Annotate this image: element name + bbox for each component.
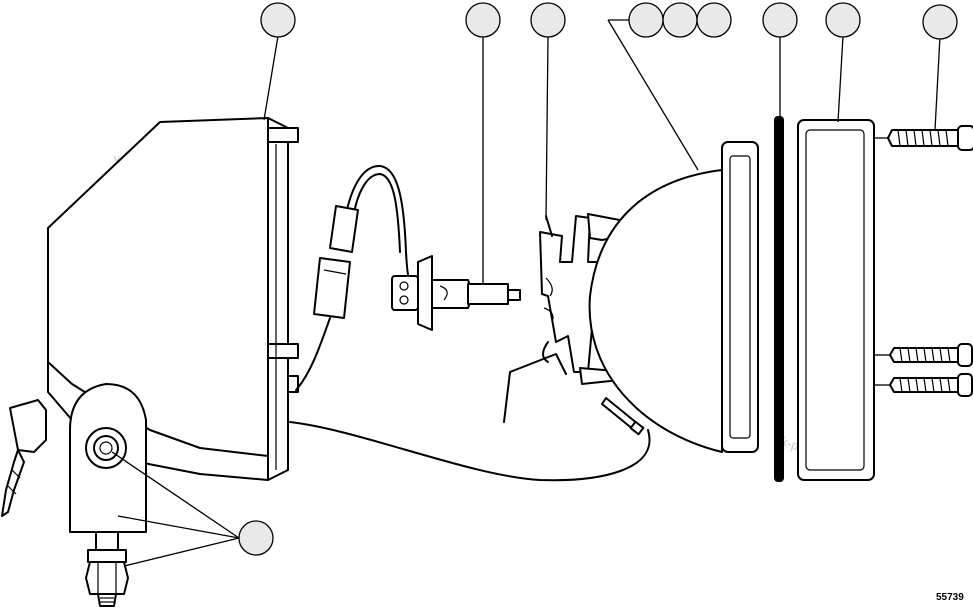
callout-balloon — [260, 2, 296, 38]
wiring-harness — [289, 164, 651, 482]
side-connector — [1, 399, 47, 517]
trim-ring — [797, 119, 875, 481]
reflector — [588, 141, 759, 453]
gasket — [774, 116, 784, 482]
callout-balloon — [662, 2, 698, 38]
callout-balloon — [696, 2, 732, 38]
callout-balloon — [238, 520, 274, 556]
screw-bottom — [889, 373, 973, 397]
callout-balloon — [465, 2, 501, 38]
callout-balloon — [530, 2, 566, 38]
figure-number: 55739 — [936, 592, 964, 603]
screw-top — [887, 125, 973, 151]
halogen-bulb — [391, 255, 521, 331]
mounting-bracket — [69, 383, 147, 607]
callout-balloon — [825, 2, 861, 38]
callout-balloon — [922, 4, 958, 40]
callout-balloon — [628, 2, 664, 38]
bulb-retainer — [503, 213, 645, 436]
callouts — [111, 2, 958, 567]
callout-balloon — [762, 2, 798, 38]
screw-middle — [889, 343, 973, 367]
